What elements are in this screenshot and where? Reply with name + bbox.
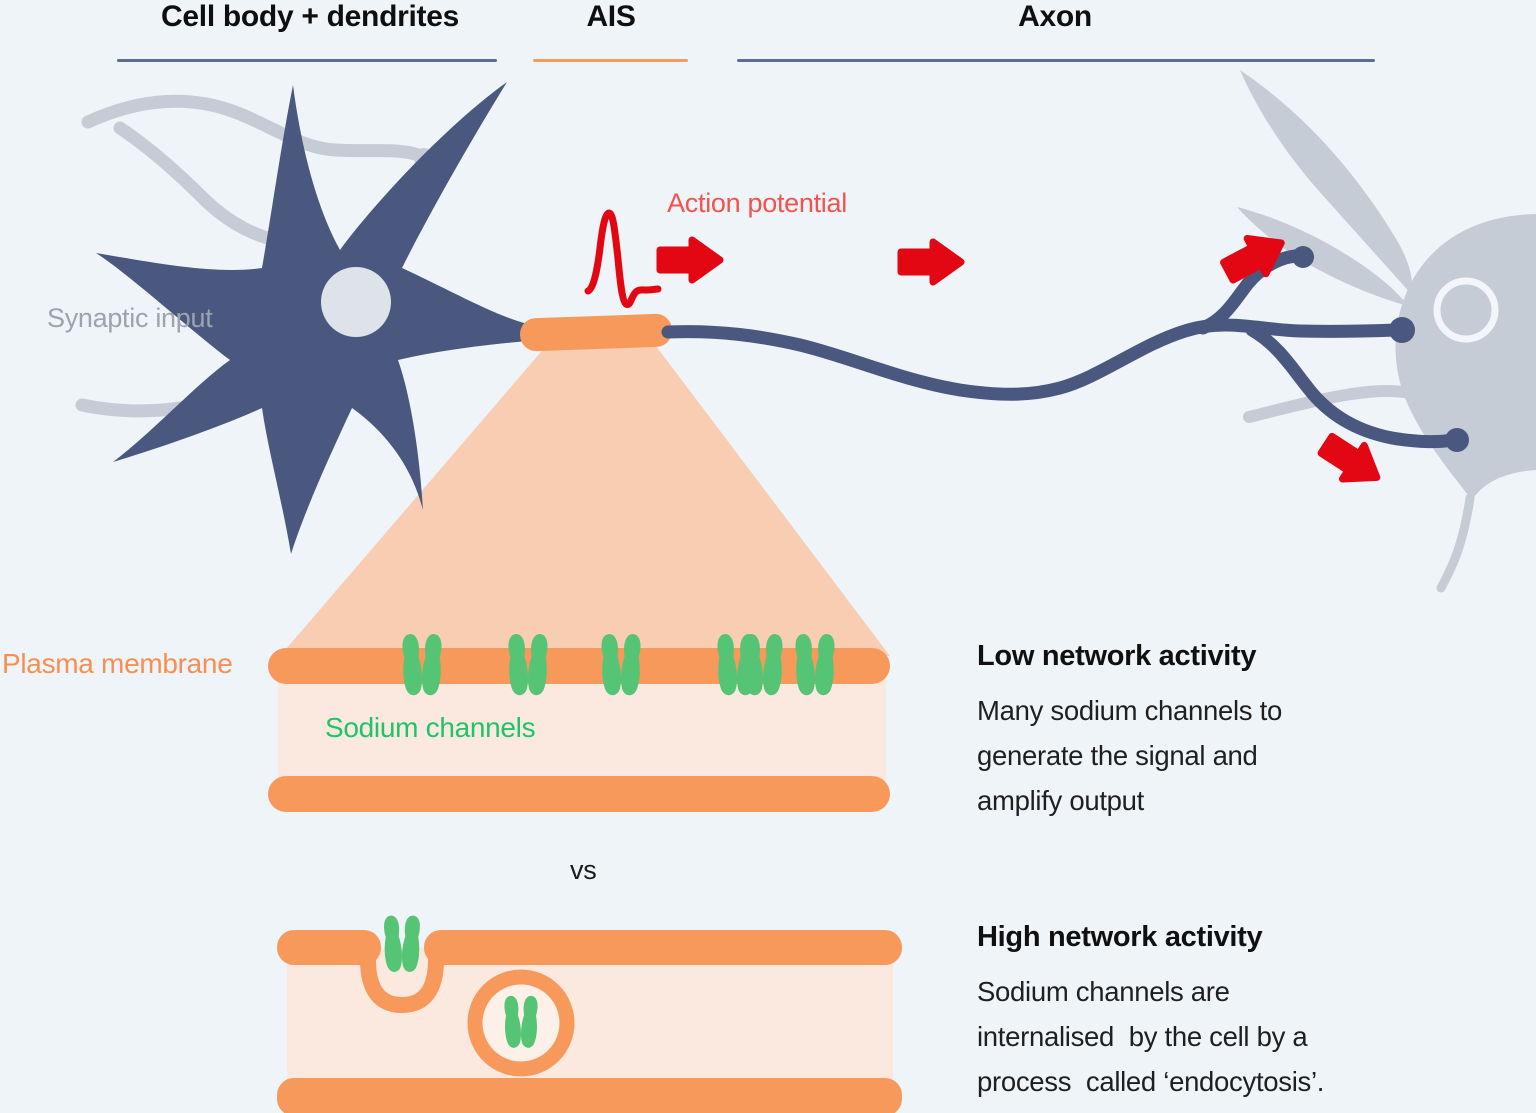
- low-activity-line: amplify output: [977, 785, 1145, 816]
- axon-underline: [737, 59, 1375, 62]
- axon-terminal-bulb: [1292, 246, 1469, 452]
- axon-branch: [1245, 323, 1459, 449]
- axon-main: [661, 318, 1403, 401]
- plasma-membrane-label: Plasma membrane: [2, 648, 233, 679]
- right-neuron-dendrite: [1240, 70, 1413, 295]
- low-activity-line: Many sodium channels to: [977, 695, 1282, 726]
- arrow-right-icon: [901, 242, 961, 282]
- section-label-cell-body: Cell body + dendrites: [161, 0, 459, 33]
- left-neuron: [96, 82, 528, 554]
- membrane-interior: [287, 948, 893, 1088]
- high-activity-text: Sodium channels are internalised by the …: [977, 969, 1324, 1104]
- right-neuron: [1237, 70, 1536, 593]
- ais-underline: [533, 59, 688, 62]
- endocytosis-vesicle-icon: [467, 969, 575, 1077]
- membrane-top-bar: [277, 930, 381, 965]
- zoom-trapezoid: [280, 346, 890, 656]
- action-potential-trace: [584, 209, 662, 309]
- axon-branch: [1196, 249, 1302, 335]
- synaptic-fiber: [81, 94, 425, 162]
- membrane-top-bar: [424, 930, 902, 965]
- neuron-body: [96, 82, 528, 554]
- high-activity-line: Sodium channels are: [977, 976, 1230, 1007]
- arrow-right-icon: [660, 240, 720, 280]
- low-activity-line: generate the signal and: [977, 740, 1258, 771]
- low-activity-heading: Low network activity: [977, 640, 1257, 672]
- versus-label: vs: [570, 855, 597, 885]
- sodium-channels-label: Sodium channels: [325, 712, 536, 743]
- membrane-diagram-low-activity: [268, 633, 890, 812]
- low-activity-text: Many sodium channels to generate the sig…: [977, 688, 1282, 823]
- right-neuron-soma: [1395, 214, 1536, 500]
- ais-segment: [520, 313, 672, 352]
- left-neuron-nucleus: [321, 267, 391, 337]
- right-neuron-nucleus: [1433, 277, 1499, 343]
- membrane-diagram-high-activity: [277, 915, 902, 1113]
- right-neuron-process: [1436, 493, 1475, 593]
- synaptic-input-label: Synaptic input: [47, 303, 213, 333]
- right-neuron-dendrite: [1237, 207, 1408, 306]
- endocytosis-cup: [360, 952, 444, 1014]
- high-activity-line: process called ‘endocytosis’.: [977, 1066, 1325, 1097]
- membrane-bottom-bar: [277, 1078, 902, 1113]
- synaptic-fiber: [113, 121, 292, 249]
- cell-body-underline: [117, 59, 497, 62]
- axon-path: [661, 246, 1469, 452]
- section-label-axon: Axon: [1018, 0, 1092, 33]
- membrane-interior: [278, 666, 886, 782]
- section-label-ais: AIS: [586, 0, 636, 33]
- action-potential-label: Action potential: [667, 188, 847, 218]
- high-activity-heading: High network activity: [977, 921, 1263, 953]
- high-activity-line: internalised by the cell by a: [977, 1021, 1308, 1052]
- membrane-bottom-bar: [268, 776, 890, 812]
- right-neuron-dendrite: [1243, 385, 1420, 423]
